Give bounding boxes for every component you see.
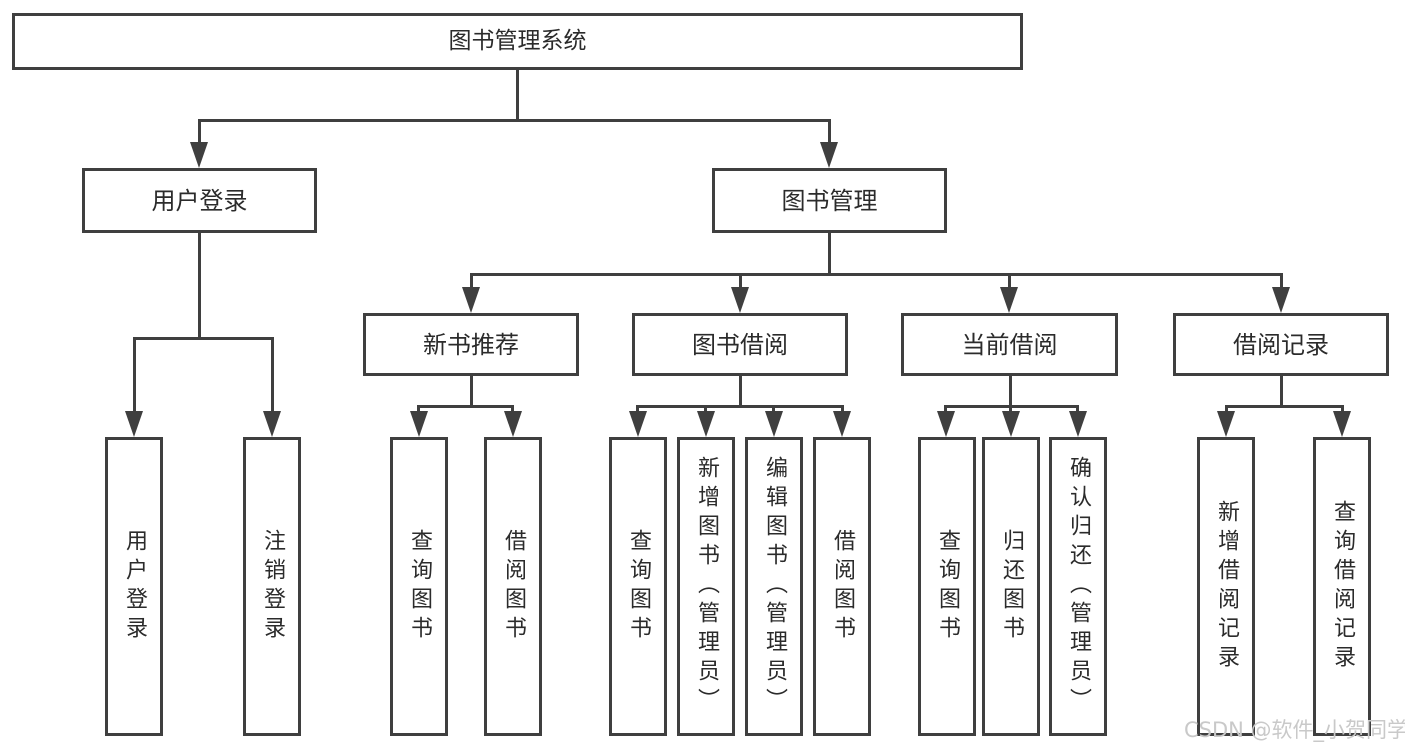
arrow-down-icon — [1333, 411, 1351, 437]
connector-line — [636, 405, 844, 408]
connector-line — [1225, 405, 1344, 408]
connector-line — [198, 119, 831, 122]
connector-line — [1076, 405, 1079, 413]
leaf-logout: 注销登录 — [243, 437, 301, 736]
connector-line — [944, 405, 947, 413]
connector-line — [841, 405, 844, 413]
arrow-down-icon — [125, 411, 143, 437]
arrow-down-icon — [263, 411, 281, 437]
connector-line — [1009, 374, 1012, 408]
arrow-down-icon — [629, 411, 647, 437]
node-root: 图书管理系统 — [12, 13, 1023, 70]
leaf-user-login: 用户登录 — [105, 437, 163, 736]
connector-line — [133, 337, 136, 413]
connector-line — [1280, 273, 1283, 289]
connector-line — [417, 405, 420, 413]
node-book-management: 图书管理 — [712, 168, 947, 233]
node-user-login: 用户登录 — [82, 168, 317, 233]
arrow-down-icon — [462, 287, 480, 313]
connector-line — [133, 337, 274, 340]
node-book-borrowing: 图书借阅 — [632, 313, 848, 376]
leaf-recommend-query-books: 查询图书 — [390, 437, 448, 736]
arrow-down-icon — [1000, 287, 1018, 313]
leaf-borrowing-query-books: 查询图书 — [609, 437, 667, 736]
node-new-book-recommend: 新书推荐 — [363, 313, 579, 376]
leaf-records-query-record: 查询借阅记录 — [1313, 437, 1371, 736]
node-borrowing-records: 借阅记录 — [1173, 313, 1389, 376]
node-current-borrowing: 当前借阅 — [901, 313, 1118, 376]
arrow-down-icon — [937, 411, 955, 437]
connector-line — [739, 374, 742, 408]
connector-line — [739, 273, 742, 289]
leaf-current-query-books: 查询图书 — [918, 437, 976, 736]
arrow-down-icon — [190, 142, 208, 168]
connector-line — [417, 405, 514, 408]
arrow-down-icon — [410, 411, 428, 437]
connector-line — [704, 405, 707, 413]
connector-line — [1280, 374, 1283, 408]
connector-line — [470, 374, 473, 408]
arrow-down-icon — [697, 411, 715, 437]
csdn-watermark: CSDN @软件_小贺同学 — [1184, 718, 1405, 742]
connector-line — [271, 337, 274, 413]
leaf-recommend-borrow-books: 借阅图书 — [484, 437, 542, 736]
arrow-down-icon — [1272, 287, 1290, 313]
connector-line — [1009, 405, 1012, 413]
leaf-borrowing-borrow-books: 借阅图书 — [813, 437, 871, 736]
connector-line — [470, 273, 473, 289]
leaf-current-confirm-return: 确认归还（管理员） — [1049, 437, 1107, 736]
leaf-current-return-books: 归还图书 — [982, 437, 1040, 736]
connector-line — [772, 405, 775, 413]
leaf-borrowing-edit-books: 编辑图书（管理员） — [745, 437, 803, 736]
connector-line — [1008, 273, 1011, 289]
arrow-down-icon — [731, 287, 749, 313]
arrow-down-icon — [1217, 411, 1235, 437]
connector-line — [1341, 405, 1344, 413]
connector-line — [516, 68, 519, 122]
arrow-down-icon — [833, 411, 851, 437]
leaf-borrowing-add-books: 新增图书（管理员） — [677, 437, 735, 736]
connector-line — [198, 119, 201, 145]
arrow-down-icon — [765, 411, 783, 437]
connector-line — [828, 231, 831, 275]
connector-line — [636, 405, 639, 413]
connector-line — [1225, 405, 1228, 413]
connector-line — [470, 273, 1283, 276]
connector-line — [198, 231, 201, 340]
arrow-down-icon — [1002, 411, 1020, 437]
leaf-records-add-record: 新增借阅记录 — [1197, 437, 1255, 736]
arrow-down-icon — [820, 142, 838, 168]
arrow-down-icon — [1069, 411, 1087, 437]
connector-line — [511, 405, 514, 413]
connector-line — [828, 119, 831, 145]
arrow-down-icon — [504, 411, 522, 437]
